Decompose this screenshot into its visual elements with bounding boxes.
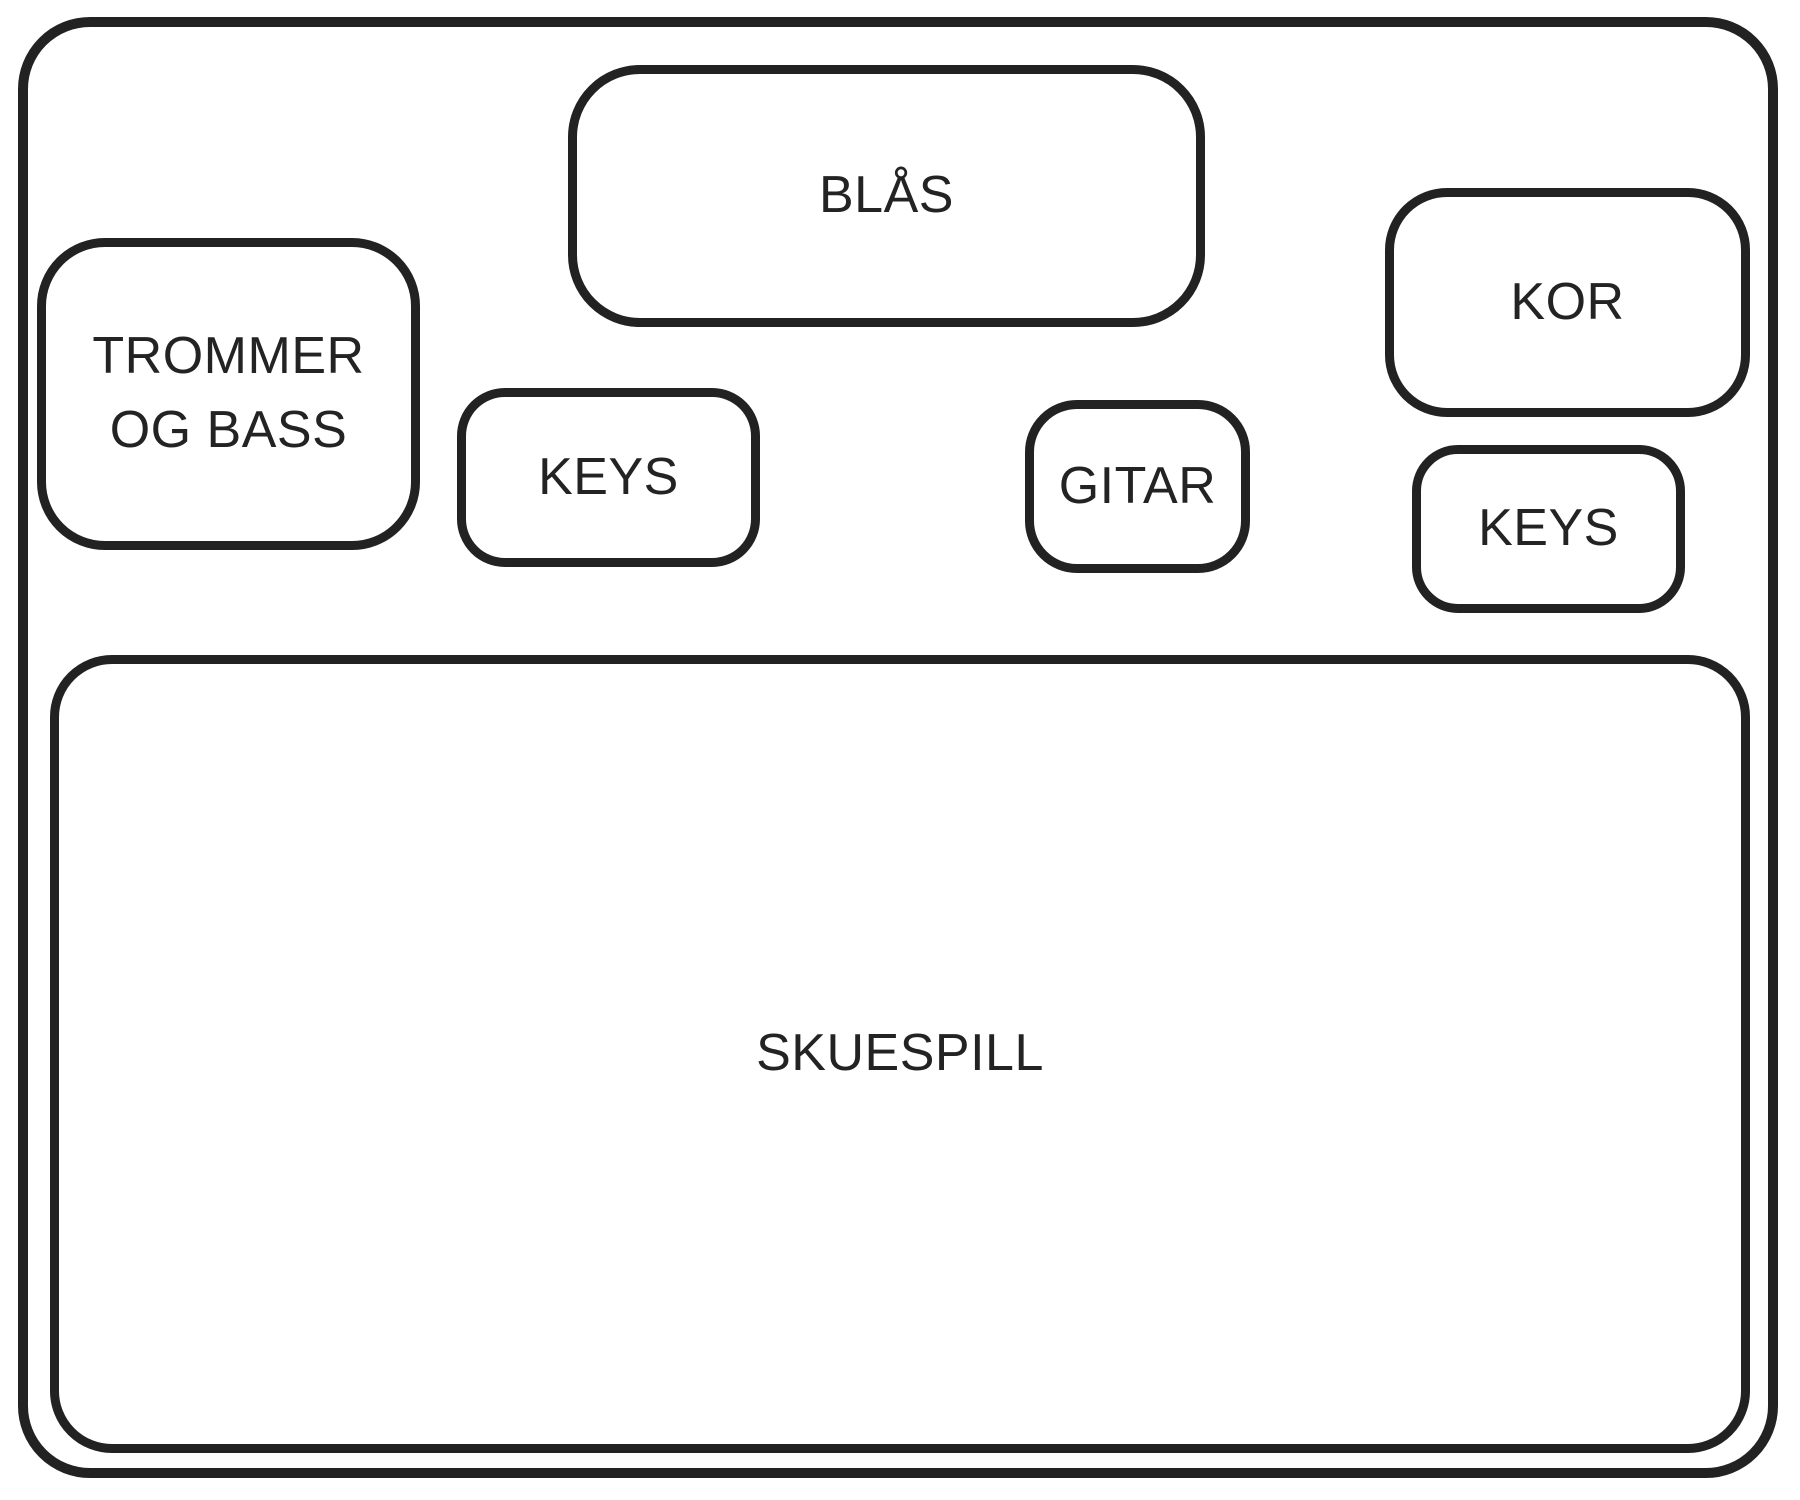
zone-kor-label: KOR	[1510, 272, 1625, 331]
zone-skuespill-label: SKUESPILL	[756, 1024, 1044, 1083]
stage-outline	[18, 17, 1778, 1478]
zone-trommer-og-bass: TROMMER OG BASS	[37, 238, 420, 550]
zone-skuespill: SKUESPILL	[50, 655, 1750, 1453]
zone-keys-right-label: KEYS	[1478, 499, 1619, 558]
zone-blas: BLÅS	[568, 65, 1205, 327]
zone-keys-left-label: KEYS	[538, 447, 679, 506]
zone-gitar: GITAR	[1025, 400, 1250, 573]
zone-kor: KOR	[1385, 188, 1750, 417]
zone-keys-left: KEYS	[457, 388, 760, 567]
zone-trommer-og-bass-label: TROMMER OG BASS	[92, 320, 364, 468]
zone-trommer-og-bass-line-1: TROMMER	[92, 327, 365, 386]
zone-gitar-label: GITAR	[1058, 456, 1217, 515]
zone-keys-right: KEYS	[1412, 445, 1685, 613]
zone-trommer-og-bass-line-2: OG BASS	[109, 401, 348, 459]
zone-blas-label: BLÅS	[819, 166, 954, 225]
